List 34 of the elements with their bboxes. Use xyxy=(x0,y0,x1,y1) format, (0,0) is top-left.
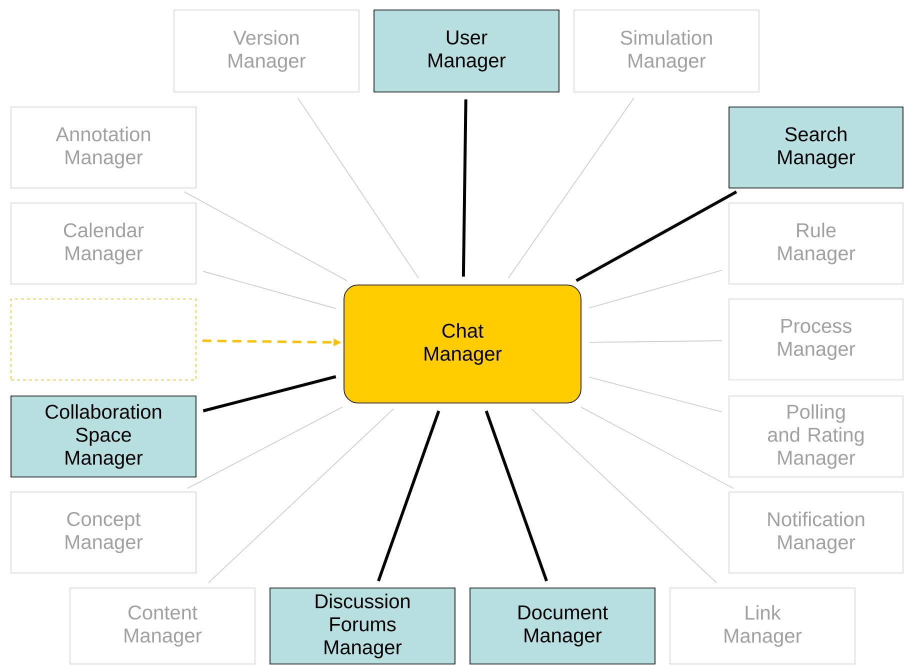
connector-line xyxy=(531,408,718,584)
manager-box: Simulation Manager xyxy=(574,10,760,92)
central-box: Chat Manager xyxy=(344,284,582,404)
connector-line xyxy=(202,375,336,412)
manager-box: Collaboration Space Manager xyxy=(10,396,196,478)
manager-box: Calendar Manager xyxy=(10,202,196,284)
manager-box: Search Manager xyxy=(728,106,904,188)
connector-line xyxy=(202,270,336,309)
connector-line xyxy=(588,376,722,412)
connector-line xyxy=(580,406,734,489)
connector-line xyxy=(462,99,468,277)
manager-box: Version Manager xyxy=(174,10,360,92)
connector-line xyxy=(184,191,348,282)
manager-box: Process Manager xyxy=(728,298,904,380)
manager-box: Content Manager xyxy=(70,588,256,664)
manager-box: Discussion Forums Manager xyxy=(270,588,456,664)
manager-box: Rule Manager xyxy=(728,202,904,284)
placeholder-box xyxy=(10,298,196,380)
connector-line xyxy=(589,340,722,343)
connector-line xyxy=(298,98,419,278)
manager-box: User Manager xyxy=(374,10,560,92)
manager-box: Link Manager xyxy=(670,588,856,664)
connector-line xyxy=(508,98,634,278)
manager-box: Concept Manager xyxy=(10,492,196,574)
manager-box: Polling and Rating Manager xyxy=(728,396,904,478)
connector-line xyxy=(187,406,343,489)
connector-line xyxy=(484,410,548,582)
connector-line xyxy=(208,408,394,584)
connector-line xyxy=(576,190,738,282)
connector-line xyxy=(588,270,722,308)
manager-box: Annotation Manager xyxy=(10,106,196,188)
connector-line xyxy=(377,410,440,582)
manager-box: Notification Manager xyxy=(728,492,904,574)
manager-box: Document Manager xyxy=(470,588,656,664)
